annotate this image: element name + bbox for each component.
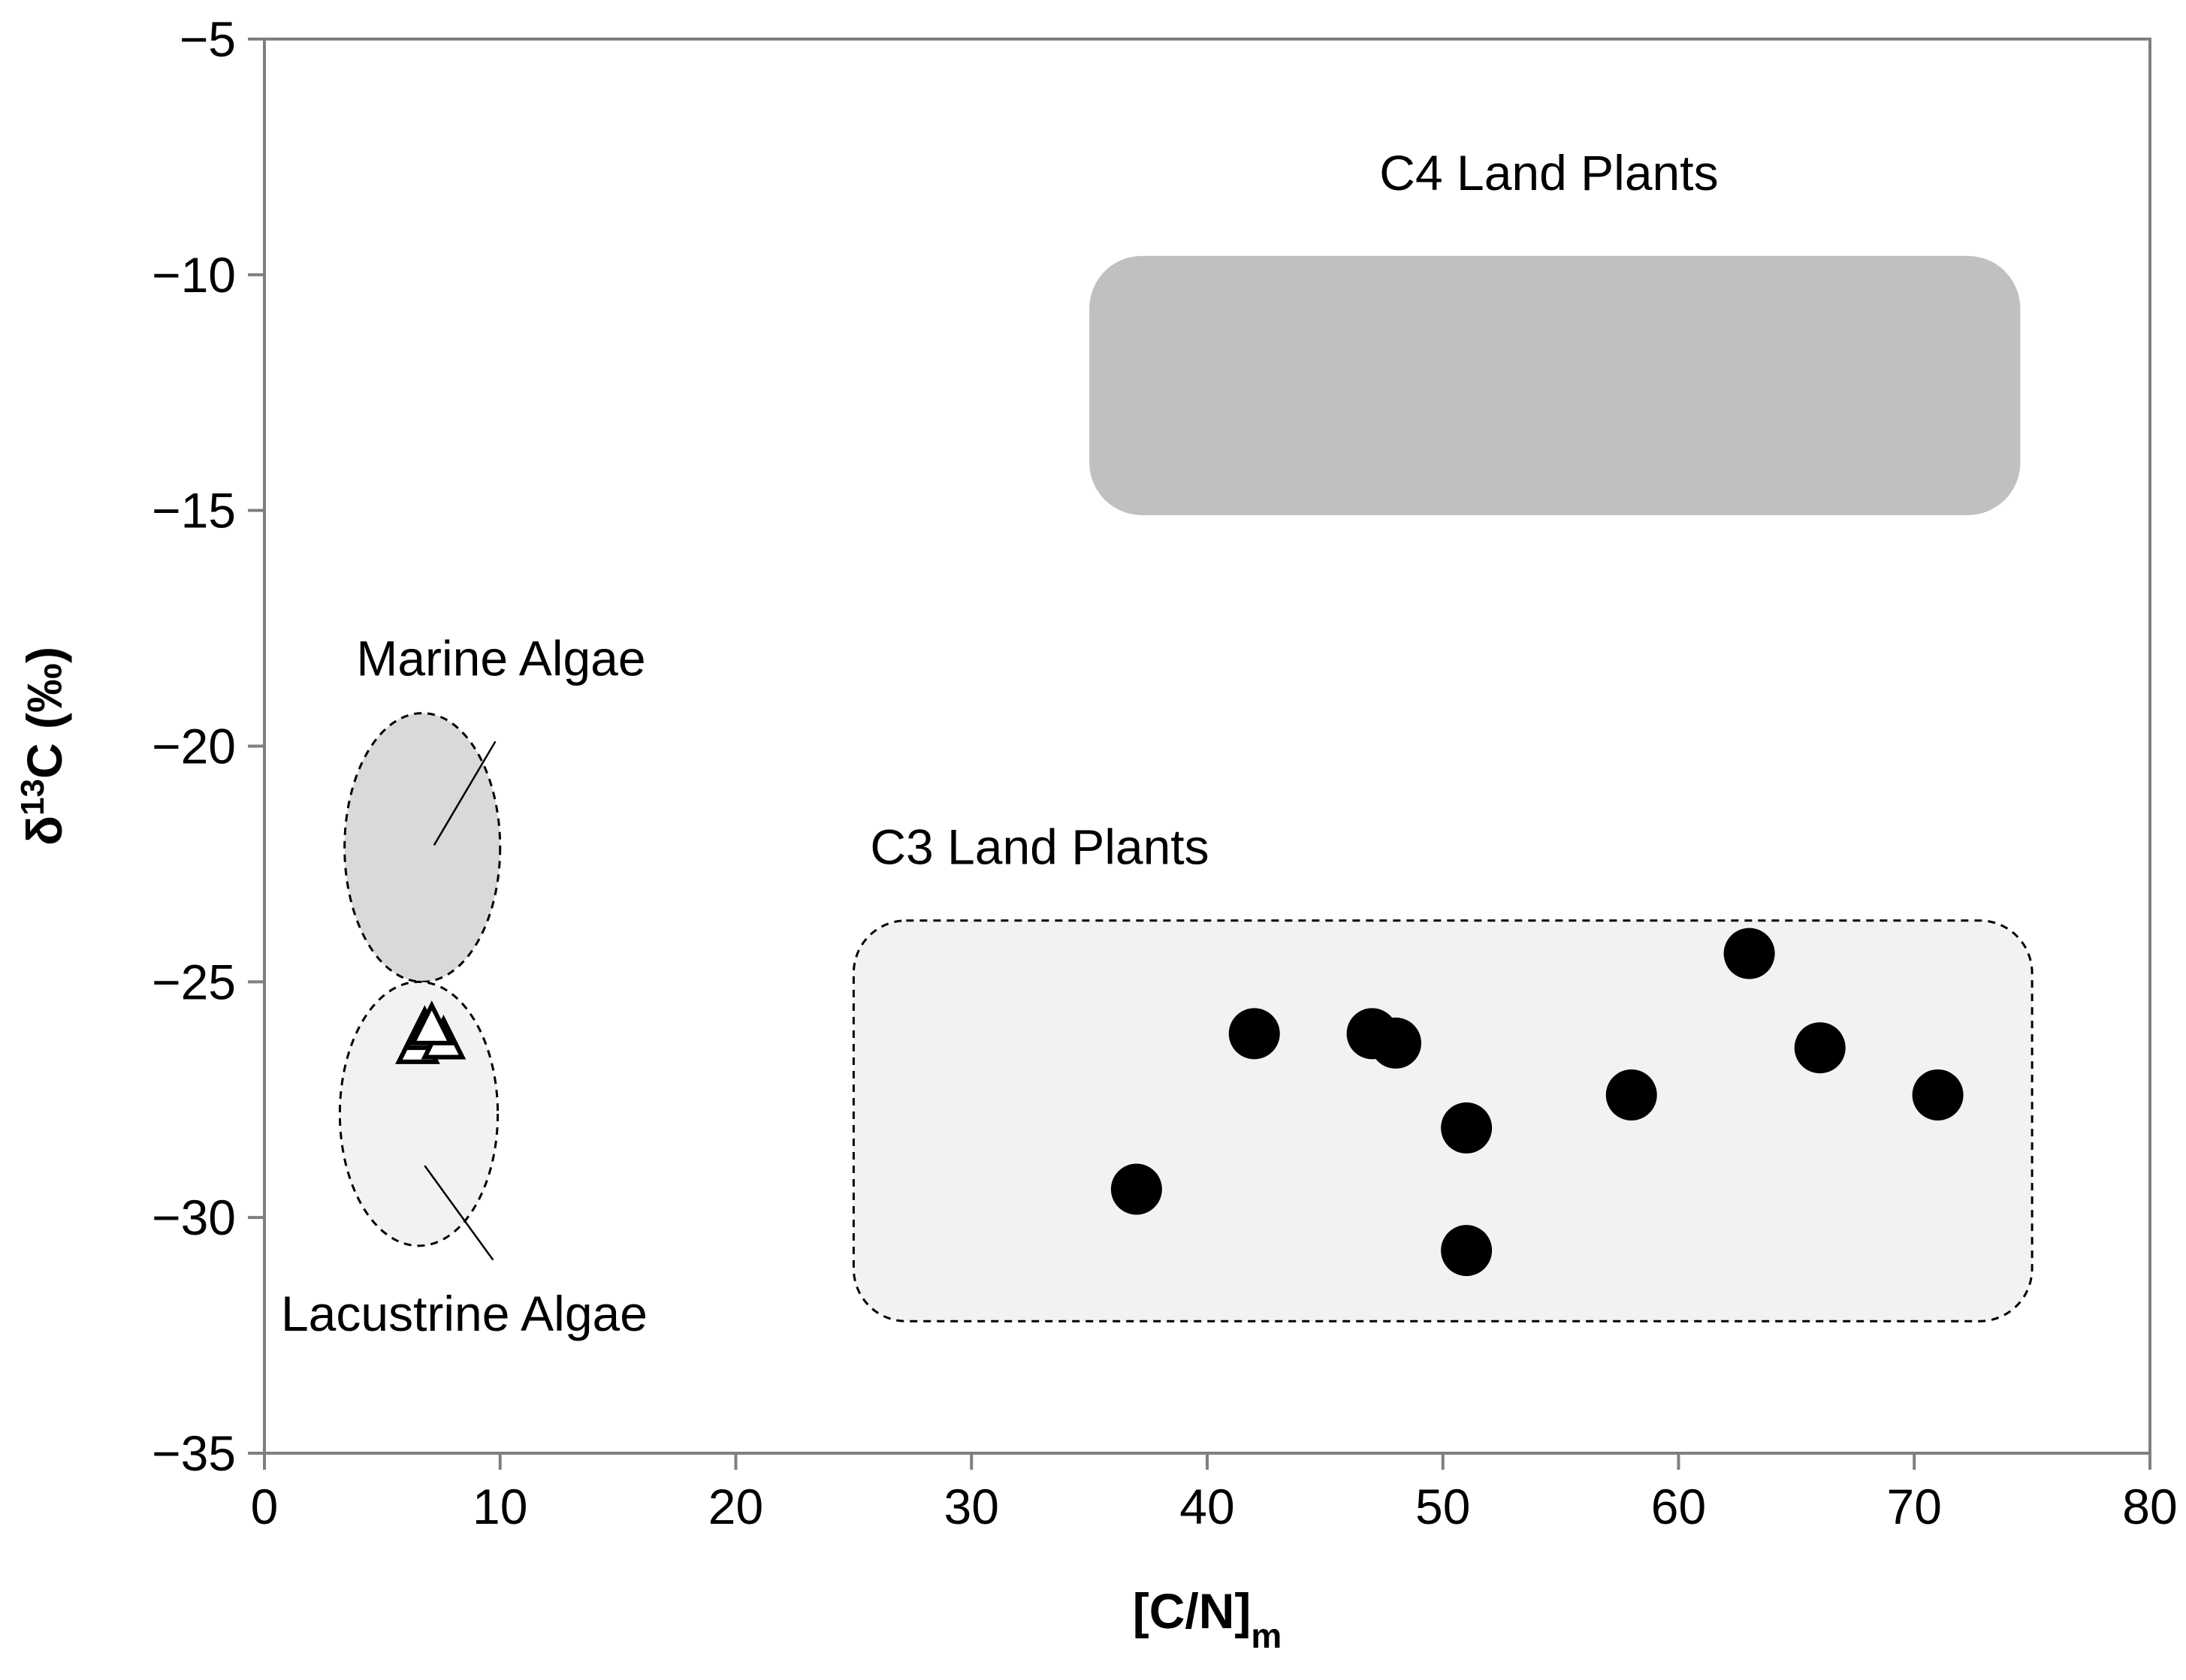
y-tick-label: −25 <box>152 954 236 1009</box>
marine-algae-region <box>343 712 502 983</box>
data-point-circle <box>1441 1225 1493 1277</box>
x-tick-label: 0 <box>251 1479 279 1534</box>
axes: 0 10 20 30 40 50 60 70 80 −5 −10 −15 −20 −25 −30 −35 <box>152 11 2178 1534</box>
y-tick-label: −15 <box>152 483 236 538</box>
leader-lines <box>424 740 497 1261</box>
data-points <box>395 927 1964 1277</box>
data-point-circle <box>1605 1069 1657 1121</box>
x-tick-label: 40 <box>1179 1479 1234 1534</box>
data-point-circle <box>1794 1022 1846 1074</box>
x-tick-label: 70 <box>1887 1479 1942 1534</box>
data-point-circle <box>1441 1102 1493 1154</box>
c4-land-plants-label: C4 Land Plants <box>1379 145 1718 201</box>
data-point-circle <box>1370 1017 1421 1069</box>
c4-land-plants-region <box>1089 255 2021 515</box>
marine-algae-leader-line <box>433 740 497 846</box>
data-point-triangle <box>409 1000 454 1045</box>
x-tick-label: 80 <box>2122 1479 2177 1534</box>
x-tick-label: 20 <box>708 1479 763 1534</box>
data-point-circle <box>1723 927 1775 979</box>
x-tick-label: 50 <box>1415 1479 1470 1534</box>
y-tick-label: −20 <box>152 719 236 774</box>
marine-algae-label: Marine Algae <box>356 630 645 686</box>
annotation-labels: C4 Land Plants C3 Land Plants Marine Algae… <box>281 145 1719 1341</box>
data-point-circle <box>1110 1163 1162 1215</box>
x-axis-title: [C/N]m <box>1133 1583 1282 1655</box>
y-tick-label: −10 <box>152 247 236 303</box>
lacustrine-algae-label: Lacustrine Algae <box>281 1286 648 1341</box>
x-tick-label: 10 <box>473 1479 527 1534</box>
lacustrine-algae-leader-line <box>424 1165 494 1261</box>
regions-layer <box>338 255 2034 1323</box>
y-axis-title: δ13C (‰) <box>14 647 73 846</box>
x-tick-label: 30 <box>944 1479 999 1534</box>
data-point-circle <box>1912 1069 1964 1121</box>
y-tick-label: −30 <box>152 1190 236 1245</box>
y-tick-label: −5 <box>180 11 236 67</box>
x-tick-label: 60 <box>1651 1479 1706 1534</box>
c3-land-plants-label: C3 Land Plants <box>870 819 1209 874</box>
y-tick-label: −35 <box>152 1425 236 1481</box>
data-point-circle <box>1228 1008 1280 1060</box>
